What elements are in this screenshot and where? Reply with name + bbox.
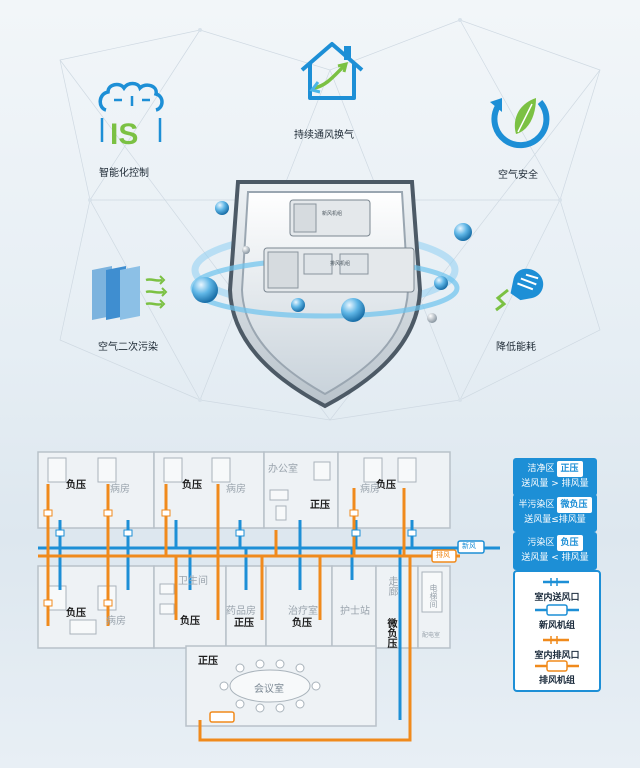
room-corridor-pressure: 微负压 <box>385 618 396 648</box>
room-ward-3-name: 病房 <box>360 484 380 495</box>
legend-key: 室内送风口 新风机组 室内排风口 排风机组 <box>513 570 601 692</box>
room-ward-3-pressure: 负压 <box>376 480 396 491</box>
room-ward-1-name: 病房 <box>110 484 130 495</box>
floor-plan <box>37 451 500 742</box>
room-treatment-name: 治疗室 <box>288 606 318 617</box>
legend-exhaust-unit: 排风机组 <box>538 676 575 686</box>
room-ward-2-pressure: 负压 <box>182 480 202 491</box>
exhaust-unit-tag: 排风 <box>436 551 450 559</box>
room-ward-1-pressure: 负压 <box>66 480 86 491</box>
filter-layers-icon <box>92 266 168 320</box>
exhaust-unit-symbol <box>535 660 579 672</box>
feature-ventilation: 持续通风换气 <box>294 130 354 141</box>
exhaust-outlet-symbol <box>543 636 569 644</box>
room-sanitary-name: 卫生间 <box>178 576 208 587</box>
feature-smart-control: 智能化控制 <box>99 168 149 179</box>
legend-exhaust-outlet: 室内排风口 <box>534 651 580 661</box>
room-distribution-name: 配电室 <box>422 632 441 639</box>
feature-secondary-pollution: 空气二次污染 <box>98 342 158 353</box>
shield-unit-label-top: 新风机组 <box>322 211 343 217</box>
room-meeting-pressure: 正压 <box>198 656 218 667</box>
room-ward-2-name: 病房 <box>226 484 246 495</box>
shield-unit-label-bottom: 排风机组 <box>330 261 351 267</box>
room-nurse-station-name: 护士站 <box>340 606 370 617</box>
protection-shield <box>190 180 460 409</box>
room-elevator-name: 电梯间 <box>429 584 438 608</box>
room-ward-4-pressure: 负压 <box>66 608 86 619</box>
legend-polluted-zone: 污染区负压 送风量 < 排风量 <box>513 532 597 570</box>
floating-spheres <box>192 201 472 323</box>
svg-text:IS: IS <box>110 118 138 151</box>
leaf-cycle-icon <box>490 98 550 149</box>
room-treatment-pressure: 负压 <box>292 618 312 629</box>
house-ventilation-icon <box>300 42 364 100</box>
feature-air-safety: 空气安全 <box>498 170 538 181</box>
eco-bulb-icon <box>495 268 544 312</box>
feature-energy-saving: 降低能耗 <box>496 342 536 353</box>
room-office-name: 办公室 <box>268 464 298 475</box>
room-pharmacy-name: 药品房 <box>226 606 256 617</box>
fresh-unit-symbol <box>535 604 579 616</box>
room-pharmacy-pressure: 正压 <box>234 618 254 629</box>
brain-chip-icon: IS <box>98 81 164 151</box>
room-corridor-name: 走廊 <box>386 576 397 596</box>
room-meeting-name: 会议室 <box>254 684 284 695</box>
legend-fresh-unit: 新风机组 <box>538 621 575 631</box>
legend-semi-polluted-zone: 半污染区微负压 送风量≤排风量 <box>513 494 597 532</box>
legend-clean-zone: 洁净区正压 送风量 > 排风量 <box>513 458 597 496</box>
legend-supply-outlet: 室内送风口 <box>534 593 580 603</box>
room-ward-4-name: 病房 <box>106 616 126 627</box>
supply-outlet-symbol <box>543 578 569 586</box>
room-office-pressure: 正压 <box>310 500 330 511</box>
fresh-air-unit-tag: 新风 <box>462 542 476 550</box>
room-sanitary-pressure: 负压 <box>180 616 200 627</box>
